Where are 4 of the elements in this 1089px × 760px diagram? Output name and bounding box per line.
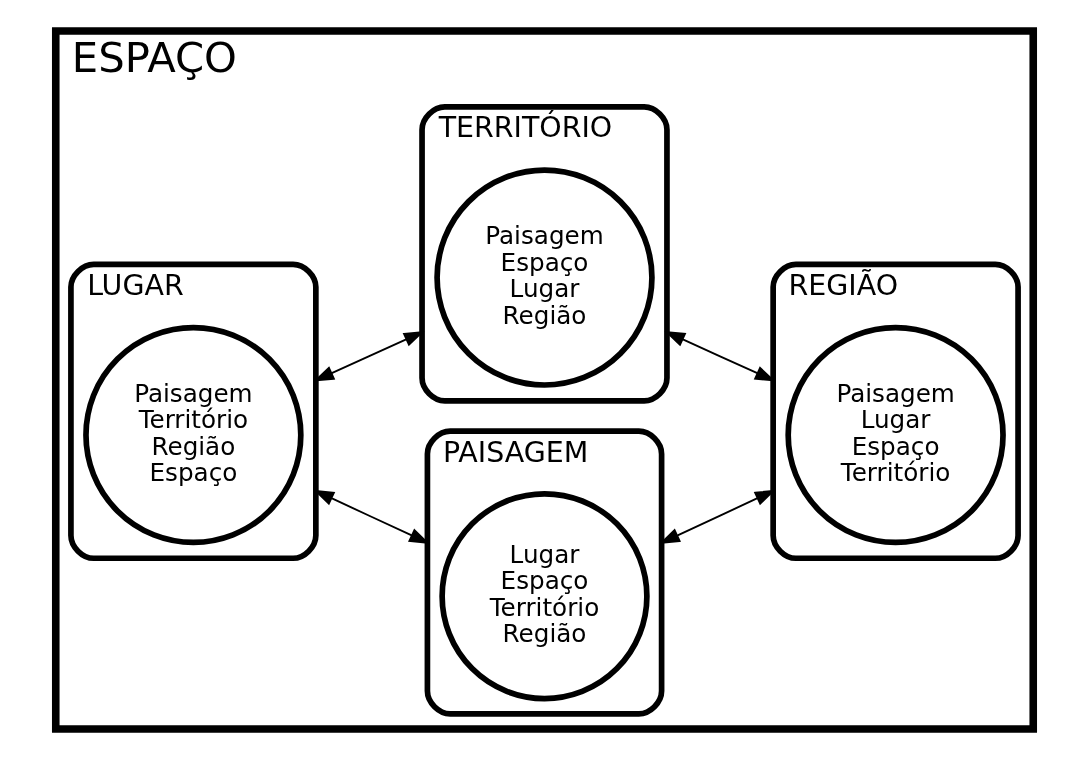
node-circle: Paisagem Território Região Espaço xyxy=(83,324,304,546)
node-circle: Paisagem Espaço Lugar Região xyxy=(434,167,655,388)
node-circle: Lugar Espaço Território Região xyxy=(439,491,650,702)
node-circle: Paisagem Lugar Espaço Território xyxy=(785,324,1006,546)
